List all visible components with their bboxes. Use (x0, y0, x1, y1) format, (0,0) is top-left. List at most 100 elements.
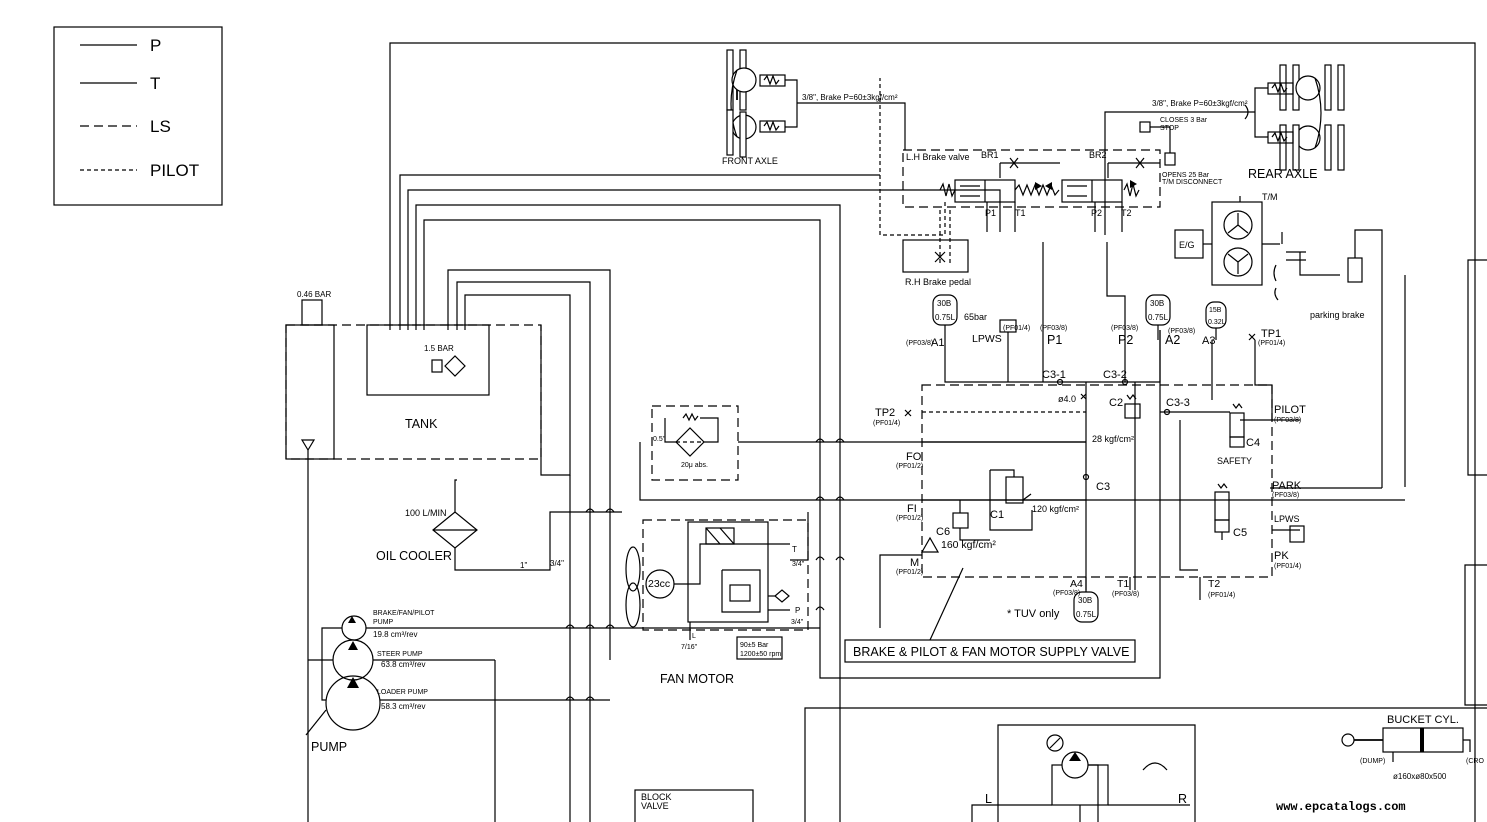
tm-disconnect-label: T/M DISCONNECT (1162, 179, 1223, 186)
pf01-4-tp1: (PF01/4) (1258, 340, 1285, 347)
lpws-65-label: 65bar (964, 312, 987, 322)
pk-label: PK (1274, 550, 1289, 562)
return-filter: 0.5" 20μ abs. (639, 405, 1086, 501)
lpws-2-label: LPWS (1274, 514, 1300, 524)
supply-valve-labels: 30B 0.75L 30B 0.75L 15B 0.32L 30B 0.75L … (853, 299, 1306, 659)
oil-cooler-label: OIL COOLER (376, 549, 452, 563)
crowd-label: (CRO (1466, 758, 1484, 765)
supply-valve (844, 242, 1405, 663)
pf03-8-t1: (PF03/8) (1112, 591, 1139, 598)
c3-2-label: C3-2 (1103, 369, 1127, 381)
pf03-8-pilot: (PF03/8) (1274, 417, 1301, 424)
c2-setting-label: 28 kgf/cm² (1092, 434, 1134, 444)
tm-label: T/M (1262, 192, 1278, 202)
legend-p: P (150, 36, 161, 55)
pf01-4-lpws: (PF01/4) (1003, 325, 1030, 332)
pf01-4-tp2: (PF01/4) (873, 420, 900, 427)
dump-label: (DUMP) (1360, 758, 1385, 765)
fo-label: FO (906, 451, 922, 463)
legend: P T LS PILOT (53, 26, 223, 206)
pf03-8-park: (PF03/8) (1272, 492, 1299, 499)
block-valve-2-label: VALVE (641, 801, 669, 811)
flow-label: 100 L/MIN (405, 508, 447, 518)
motor-23-label: 23cc (648, 578, 670, 590)
fan-t-label: T (792, 545, 797, 554)
fan-motor-label: FAN MOTOR (660, 672, 734, 686)
loader-pump-label: LOADER PUMP (377, 689, 428, 696)
lh-brake-valve: CLOSES 3 Bar STOP OPENS 25 Bar T/M DISCO… (879, 78, 1223, 236)
pilot-label: PILOT (1274, 404, 1306, 416)
c6-label: C6 (936, 526, 950, 538)
acc1-top: 30B (937, 299, 951, 308)
eg-label: E/G (1179, 240, 1195, 250)
opens-label: OPENS 25 Bar (1162, 172, 1210, 179)
bucket-cyl-label: BUCKET CYL. (1387, 714, 1459, 726)
lpws-label: LPWS (972, 333, 1002, 345)
parking-brake-label: parking brake (1310, 310, 1365, 320)
pf01-2-m: (PF01/2) (896, 569, 923, 576)
t2-valve-label: T2 (1121, 208, 1132, 218)
stop-label: STOP (1160, 125, 1179, 132)
loader-disp-label: 58.3 cm³/rev (381, 702, 425, 711)
pf03-8-p1: (PF03/8) (1040, 325, 1067, 332)
l-label: L (985, 792, 992, 806)
front-axle-label: FRONT AXLE (722, 156, 778, 166)
supply-valve-label: BRAKE & PILOT & FAN MOTOR SUPPLY VALVE (853, 645, 1129, 659)
c5-label: C5 (1233, 527, 1247, 539)
legend-pilot: PILOT (150, 161, 199, 180)
tp1-label: TP1 (1261, 328, 1281, 340)
bucket-dims-label: ø160xø80x500 (1393, 772, 1447, 781)
park-label: PARK (1272, 480, 1302, 492)
c6-setting-label: 160 kgf/cm² (941, 539, 996, 551)
line-1-label: 1" (520, 561, 527, 570)
fi-label: FI (907, 503, 917, 515)
bfp-disp-label: 19.8 cm³/rev (373, 630, 417, 639)
p1-label: P1 (1047, 333, 1062, 347)
br1-label: BR1 (981, 150, 999, 160)
block-valve-1-label: BLOCK (641, 792, 672, 802)
crossover-marks (565, 438, 845, 701)
pf03-8-p2: (PF03/8) (1111, 325, 1138, 332)
c4-label: C4 (1246, 437, 1260, 449)
pf03-8-a4: (PF03/8) (1053, 590, 1080, 597)
steering-section: L R (971, 724, 1196, 822)
orifice-label: ø4.0 (1058, 394, 1076, 404)
c1-setting-label: 120 kgf/cm² (1032, 504, 1079, 514)
p2-valve-label: P2 (1091, 208, 1102, 218)
rear-axle: 3/8", Brake P=60±3kgf/cm² REAR AXLE (1104, 64, 1345, 235)
tank: 0.46 BAR 1.5 BAR TANK (285, 174, 1161, 822)
pf03-8-a1: (PF03/8) (906, 340, 933, 347)
acc2-bot: 0.75L (1148, 313, 1169, 322)
c2-label: C2 (1109, 397, 1123, 409)
acc3-bot: 0.32L (1208, 319, 1226, 326)
pf01-4-t2: (PF01/4) (1208, 592, 1235, 599)
fan-motor: 23cc T 3/4" P 3/4" L 7/16" 90±5 Bar 1200… (625, 512, 809, 686)
c1-label: C1 (990, 509, 1004, 521)
rear-brake-spec: 3/8", Brake P=60±3kgf/cm² (1152, 99, 1248, 108)
filter-05-label: 0.5" (653, 436, 666, 443)
acc4-bot: 0.75L (1076, 610, 1097, 619)
safety-label: SAFETY (1217, 456, 1252, 466)
a1-label: A1 (931, 337, 944, 349)
c3-label: C3 (1096, 481, 1110, 493)
bucket-cylinder: BUCKET CYL. (DUMP) (CRO ø160xø80x500 (1341, 714, 1484, 781)
bfp-pump-label: BRAKE/FAN/PILOT (373, 610, 435, 617)
t1-label: T1 (1117, 578, 1129, 590)
t1-valve-label: T1 (1015, 208, 1026, 218)
acc1-bot: 0.75L (935, 313, 956, 322)
c3-3-label: C3-3 (1166, 397, 1190, 409)
pump-label: PUMP (311, 740, 347, 754)
front-brake-spec: 3/8", Brake P=60±3kgf/cm² (802, 93, 898, 102)
a4-label: A4 (1070, 578, 1083, 590)
block-valve: BLOCK VALVE (569, 475, 1487, 822)
fan-l-label: L (692, 633, 696, 640)
tuv-note-label: * TUV only (1007, 608, 1060, 620)
acc4-top: 30B (1078, 596, 1092, 605)
legend-ls: LS (150, 117, 171, 136)
front-axle: 3/8", Brake P=60±3kgf/cm² FRONT AXLE (722, 49, 906, 166)
m-label: M (910, 557, 919, 569)
tp2-label: TP2 (875, 407, 895, 419)
t2-label: T2 (1208, 578, 1220, 590)
acc2-top: 30B (1150, 299, 1164, 308)
